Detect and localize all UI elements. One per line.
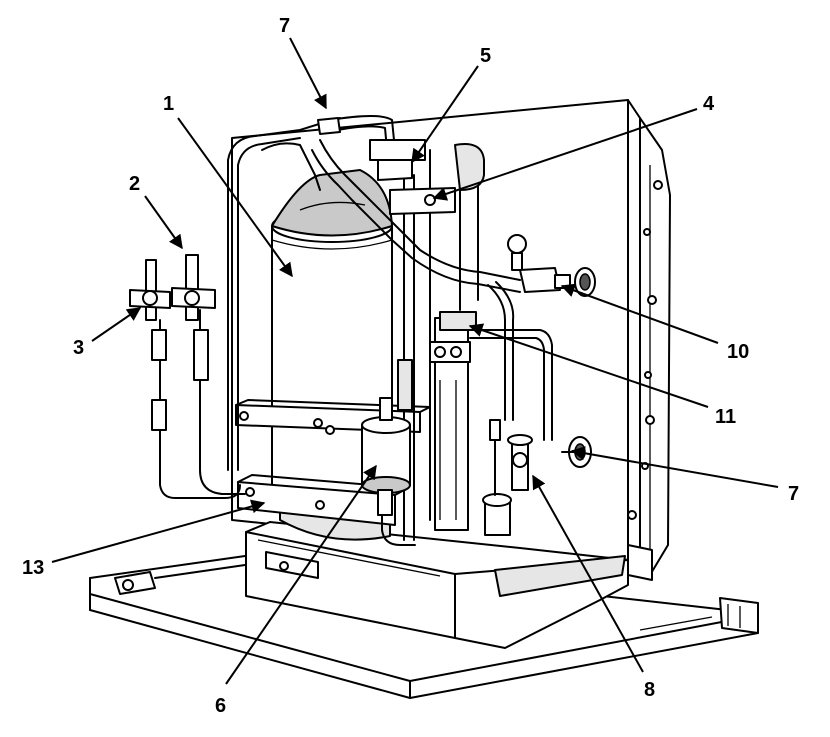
leader-1 bbox=[177, 117, 293, 278]
leader-3 bbox=[91, 307, 142, 342]
callout-label-3: 3 bbox=[73, 337, 84, 359]
lower-housing bbox=[245, 521, 629, 649]
leader-lines bbox=[51, 37, 779, 685]
callout-label-4: 4 bbox=[703, 93, 715, 115]
expansion-valve bbox=[482, 419, 533, 536]
callout-label-6: 6 bbox=[215, 695, 226, 717]
callout-label-11: 11 bbox=[715, 406, 736, 428]
callout-label-10: 10 bbox=[727, 341, 749, 363]
leader-10 bbox=[560, 283, 719, 344]
leader-11 bbox=[468, 323, 709, 408]
callout-label-2: 2 bbox=[129, 173, 140, 195]
service-valves bbox=[129, 254, 216, 431]
leader-7a bbox=[289, 37, 327, 110]
callout-label-7b: 7 bbox=[788, 483, 799, 505]
leader-6 bbox=[225, 464, 377, 685]
callout-label-8: 8 bbox=[644, 679, 655, 701]
leader-4 bbox=[432, 108, 698, 201]
leader-7b bbox=[570, 446, 779, 488]
callout-labels: 1 2 3 4 5 6 7 7 8 10 11 13 bbox=[22, 15, 799, 717]
callout-label-1: 1 bbox=[163, 93, 174, 115]
leader-13 bbox=[51, 499, 266, 563]
callout-label-5: 5 bbox=[480, 45, 491, 67]
leader-5 bbox=[411, 65, 479, 164]
receiver-column bbox=[397, 311, 477, 531]
leader-2 bbox=[144, 195, 183, 250]
leader-8 bbox=[532, 474, 644, 673]
callout-label-13: 13 bbox=[22, 557, 44, 579]
drain-fitting bbox=[114, 564, 246, 595]
callout-label-7a: 7 bbox=[279, 15, 290, 37]
